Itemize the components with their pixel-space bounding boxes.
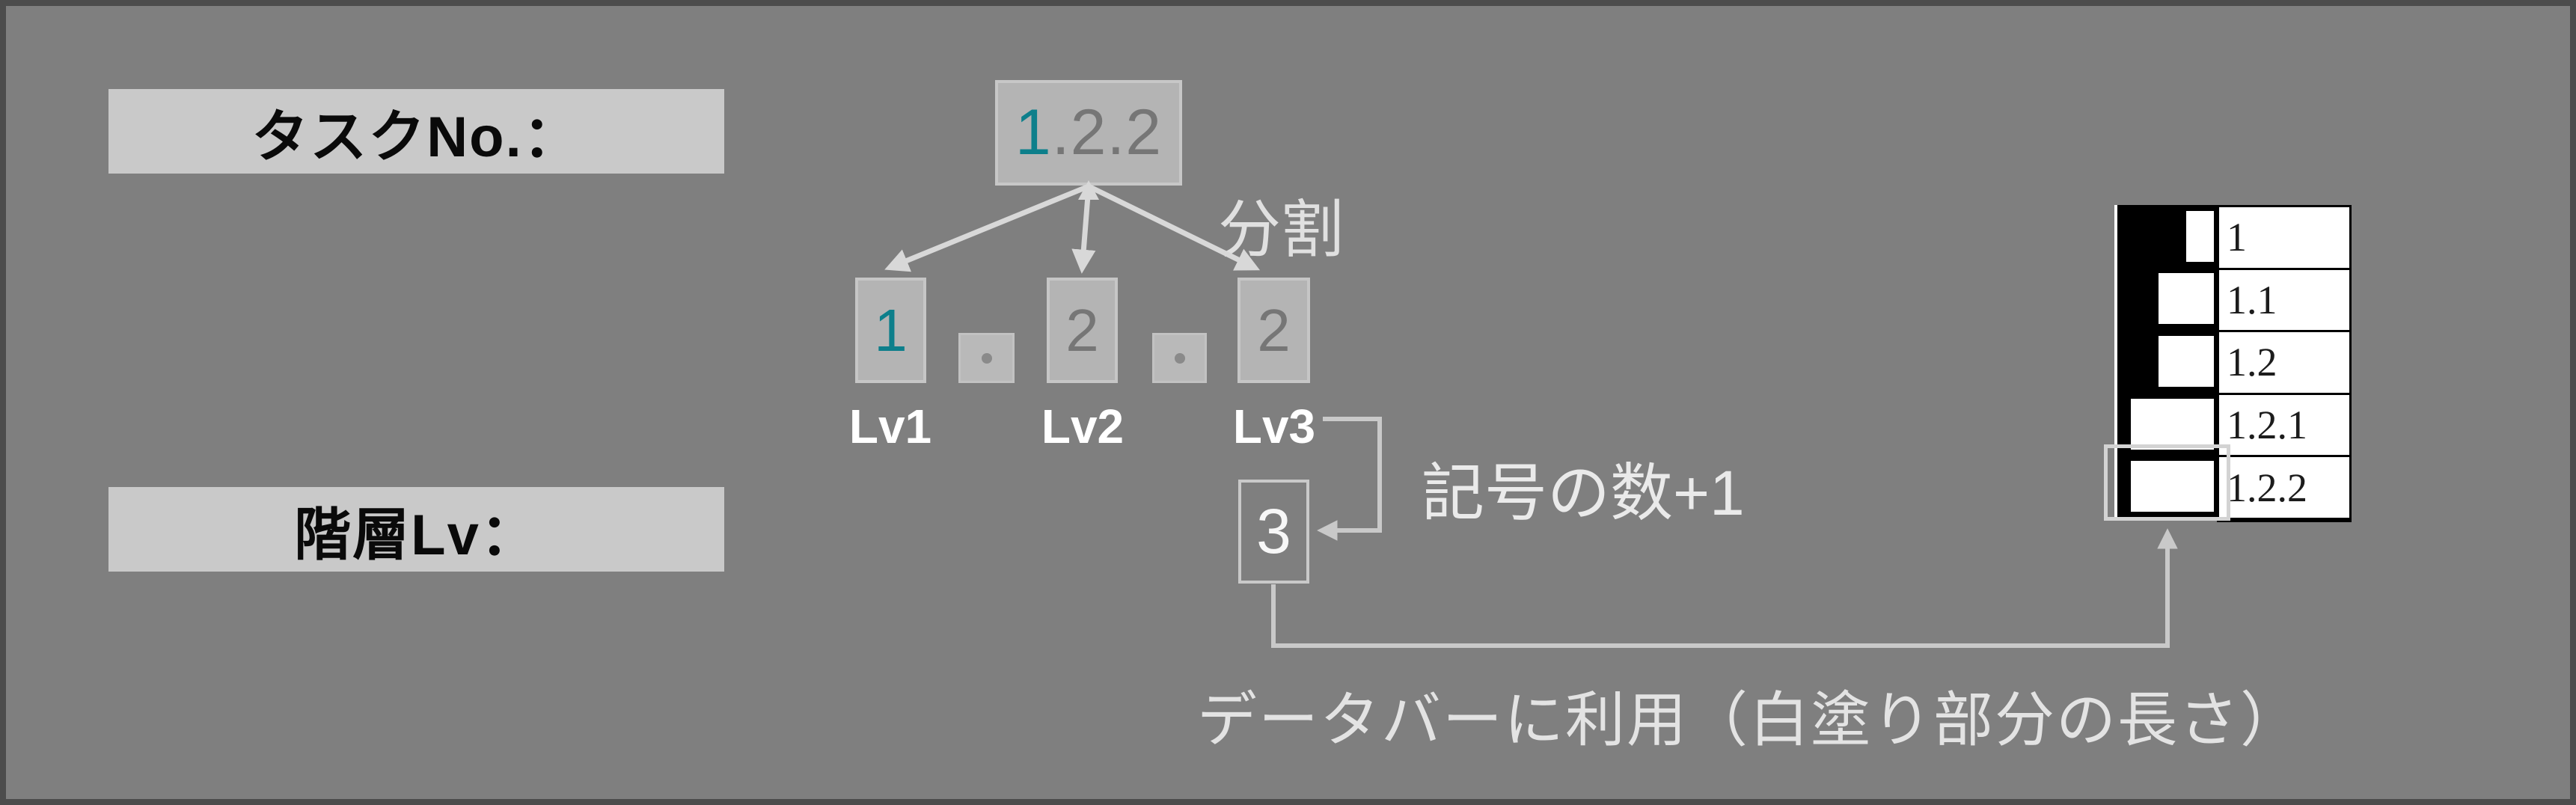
level-label-2: Lv2 <box>1041 400 1125 453</box>
databar-slot <box>2117 455 2217 518</box>
child-node-lv1: 1 <box>855 278 926 383</box>
level-box-to-databar-connector <box>1271 528 2178 648</box>
separator-dot-box-2 <box>1152 333 1207 383</box>
bar-column <box>2117 205 2217 518</box>
databar-level-2 <box>2159 335 2214 387</box>
task-number-caption: タスクNo.： <box>108 89 724 174</box>
task-number-cell: 1.2.1 <box>2219 394 2349 456</box>
child-node-lv3-digit: 2 <box>1257 296 1291 364</box>
arrow-to-lv3 <box>1087 183 1261 271</box>
task-number-caption-text: タスクNo.： <box>251 105 581 169</box>
task-number-cell: 1.2 <box>2219 332 2349 393</box>
bar-column-left-edge <box>2114 205 2117 518</box>
lv3-to-level-box-connector <box>1317 417 1382 541</box>
databar-slot <box>2117 268 2217 331</box>
split-fan-arrows <box>884 183 1261 274</box>
level-value-box: 3 <box>1238 480 1309 584</box>
parent-task-accent-digit: 1 <box>1015 97 1052 168</box>
dot-icon <box>981 352 992 364</box>
dot-icon <box>1174 352 1185 364</box>
up-arrowhead-icon <box>1078 180 1099 200</box>
arrow-to-lv1 <box>884 183 1090 272</box>
parent-task-node: 1.2.2 <box>995 80 1182 186</box>
databar-level-3 <box>2131 461 2214 512</box>
parent-task-rest: .2.2 <box>1051 97 1163 168</box>
hierarchy-level-caption: 階層Lv： <box>108 487 724 572</box>
child-node-lv2-digit: 2 <box>1065 296 1099 364</box>
databar-usage-annotation: データバーに利用（白塗り部分の長さ） <box>1197 687 2301 753</box>
task-number-cell: 1.1 <box>2219 269 2349 331</box>
symbol-count-annotation: 記号の数+1 <box>1422 458 1745 528</box>
child-node-lv2: 2 <box>1047 278 1118 383</box>
highlighted-databar-cell-outline <box>2104 444 2230 521</box>
level-label-1: Lv1 <box>848 400 932 453</box>
level-value-text: 3 <box>1256 496 1291 566</box>
hierarchy-level-caption-text: 階層Lv： <box>294 503 539 567</box>
separator-dot-box-1 <box>958 333 1015 383</box>
databar-slot <box>2117 330 2217 393</box>
child-node-lv1-digit: 1 <box>874 296 908 364</box>
task-number-cell: 1 <box>2219 207 2349 268</box>
child-node-lv3: 2 <box>1237 278 1310 383</box>
databar-slot <box>2117 205 2217 268</box>
databar-slot <box>2117 393 2217 456</box>
databar-level-2 <box>2159 273 2214 325</box>
databar-level-3 <box>2131 398 2214 450</box>
databar-level-1 <box>2186 210 2214 262</box>
task-number-cell: 1.2.2 <box>2219 457 2349 518</box>
level-label-3: Lv3 <box>1232 400 1316 453</box>
